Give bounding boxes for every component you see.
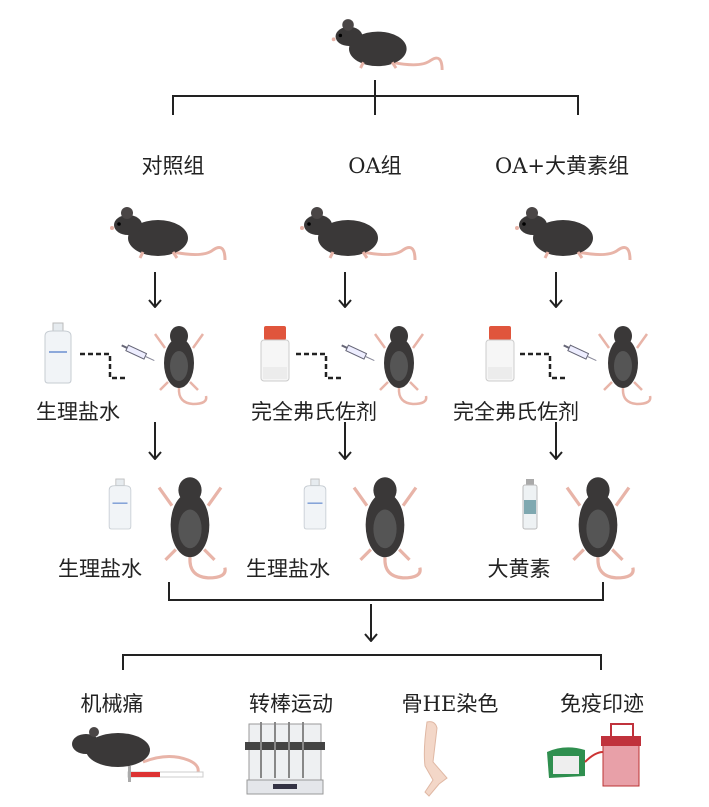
rotarod-apparatus-icon bbox=[245, 720, 325, 796]
dashed-connector bbox=[80, 350, 125, 380]
connector-line bbox=[168, 582, 170, 600]
connector-line bbox=[172, 95, 174, 115]
arrow-down-icon bbox=[549, 422, 563, 460]
mouse-icon bbox=[325, 12, 445, 80]
group-label-oa: OA组 bbox=[348, 154, 402, 178]
group-label-oa-rhein: OA+大黄素组 bbox=[495, 154, 629, 178]
arrow-down-icon bbox=[148, 422, 162, 460]
step2-label-oa-rhein: 大黄素 bbox=[487, 557, 551, 581]
connector-line bbox=[374, 95, 376, 115]
syringe-icon bbox=[340, 342, 376, 364]
supine-mouse-icon bbox=[558, 465, 638, 585]
step1-label-control: 生理盐水 bbox=[36, 400, 120, 424]
step1-label-oa: 完全弗氏佐剂 bbox=[251, 400, 377, 424]
assay-label-mechanical-pain: 机械痛 bbox=[80, 692, 144, 716]
dashed-connector bbox=[296, 350, 341, 380]
supine-mouse-icon bbox=[592, 318, 654, 408]
supine-mouse-icon bbox=[345, 465, 425, 585]
group-label-control: 对照组 bbox=[141, 154, 205, 178]
arrow-down-icon bbox=[338, 422, 352, 460]
rhein-vial-icon bbox=[520, 478, 540, 530]
arrow-down-icon bbox=[338, 272, 352, 308]
connector-line bbox=[122, 654, 124, 670]
assay-label-rotarod: 转棒运动 bbox=[249, 692, 333, 716]
western-blot-apparatus-icon bbox=[545, 722, 645, 788]
connector-line bbox=[600, 654, 602, 670]
mouse-icon bbox=[508, 200, 633, 270]
von-frey-mouse-icon bbox=[68, 722, 208, 784]
mouse-icon bbox=[293, 200, 418, 270]
syringe-icon bbox=[562, 342, 598, 364]
connector-line bbox=[374, 80, 376, 96]
step2-label-control: 生理盐水 bbox=[58, 557, 142, 581]
syringe-icon bbox=[120, 342, 156, 364]
dashed-connector bbox=[520, 350, 565, 380]
bone-icon bbox=[415, 720, 455, 800]
connector-line bbox=[602, 582, 604, 600]
step1-label-oa-rhein: 完全弗氏佐剂 bbox=[453, 400, 579, 424]
bracket-line bbox=[168, 599, 604, 601]
supine-mouse-icon bbox=[148, 318, 210, 408]
saline-bottle-icon bbox=[300, 478, 330, 530]
supine-mouse-icon bbox=[150, 465, 230, 585]
arrow-down-icon bbox=[549, 272, 563, 308]
arrow-down-icon bbox=[364, 604, 378, 642]
mouse-icon bbox=[103, 200, 228, 270]
bracket-line bbox=[122, 654, 602, 656]
saline-bottle-icon bbox=[40, 322, 76, 384]
connector-line bbox=[577, 95, 579, 115]
step2-label-oa: 生理盐水 bbox=[246, 557, 330, 581]
arrow-down-icon bbox=[148, 272, 162, 308]
cfa-vial-icon bbox=[258, 325, 292, 383]
saline-bottle-icon bbox=[105, 478, 135, 530]
supine-mouse-icon bbox=[368, 318, 430, 408]
cfa-vial-icon bbox=[483, 325, 517, 383]
assay-label-western-blot: 免疫印迹 bbox=[560, 692, 644, 716]
assay-label-bone-he: 骨HE染色 bbox=[401, 692, 499, 716]
